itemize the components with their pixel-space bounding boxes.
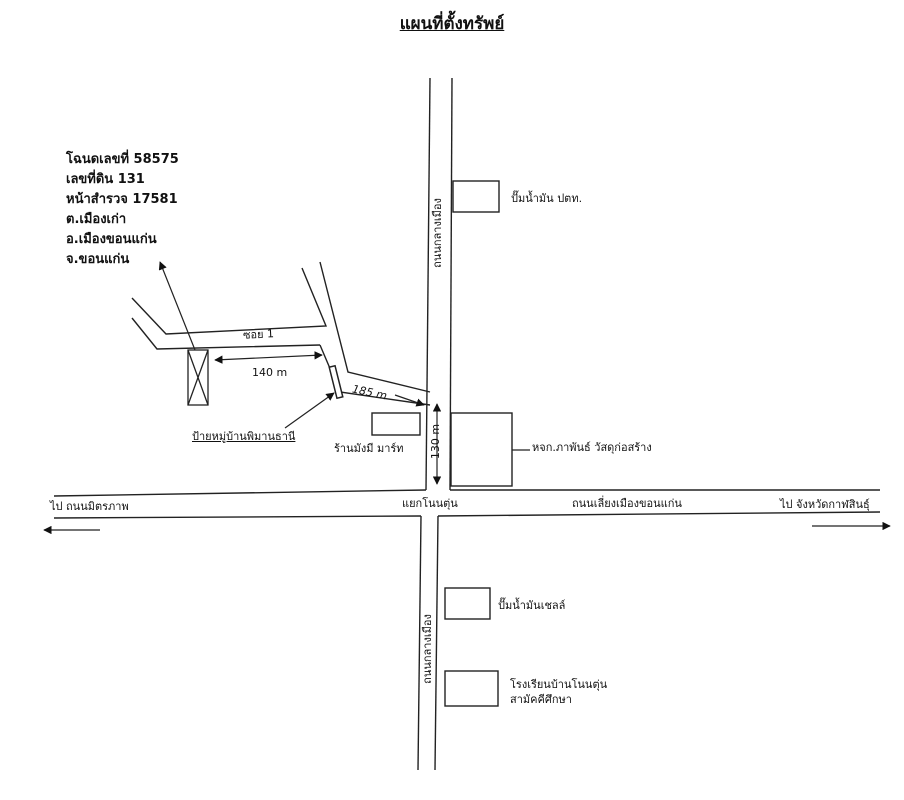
main-road-south-right-edge — [434, 515, 439, 771]
village-sign-marker — [328, 364, 344, 400]
mart-box[interactable] — [371, 412, 421, 436]
intersection-label: แยกโนนตุ่น — [402, 497, 458, 510]
dim-140-label: 140 m — [252, 366, 288, 379]
province: จ.ขอนแก่น — [66, 252, 130, 267]
mart-label: ร้านมังมี มาร์ท — [334, 442, 404, 455]
main-road-north-label: ถนนกลางเมือง — [430, 198, 444, 268]
deed-info: โฉนดเลขที่ 58575 เลขที่ดิน 131 หน้าสำรวจ… — [66, 150, 179, 270]
school-label-line2: สามัคคีศึกษา — [510, 693, 572, 706]
district: อ.เมืองขอนแก่น — [66, 232, 157, 247]
main-road-south-left-edge — [417, 515, 422, 771]
dim-140-arrow — [214, 351, 323, 364]
shell-label: ปั๊มน้ำมันเชลล์ — [498, 599, 566, 612]
land-plot[interactable] — [187, 349, 209, 406]
connector-road-outer-edge — [319, 261, 431, 393]
map-title: แผนที่ตั้งทรัพย์ — [399, 14, 505, 34]
bypass-road-label: ถนนเลี่ยงเมืองขอนแก่น — [572, 497, 682, 510]
deed-leader-arrow — [158, 261, 196, 351]
ptt-station-box[interactable] — [452, 180, 500, 213]
school-box[interactable] — [444, 670, 499, 707]
land-number: เลขที่ดิน 131 — [66, 172, 145, 187]
dim-185-arrow — [394, 394, 425, 407]
ptt-label: ปั๊มน้ำมัน ปตท. — [511, 192, 583, 205]
soi-label: ซอย 1 — [242, 327, 275, 342]
dim-130-label: 130 m — [429, 423, 443, 460]
school-label-line1: โรงเรียนบ้านโนนตุ่น — [510, 678, 608, 691]
survey-page: หน้าสำรวจ 17581 — [66, 192, 178, 207]
sign-leader-arrow — [284, 392, 335, 429]
subdistrict: ต.เมืองเก่า — [66, 212, 127, 227]
east-direction-label: ไป จังหวัดกาฬสินธุ์ — [780, 498, 870, 511]
bypass-road-top-edge-west — [53, 489, 427, 497]
village-sign-label: ป้ายหมู่บ้านพิมานธานี — [192, 430, 296, 443]
soi-road-upper-edge — [131, 267, 328, 335]
main-road-south-label: ถนนกลางเมือง — [420, 614, 434, 684]
west-direction-label: ไป ถนนมิตรภาพ — [50, 500, 129, 513]
shell-station-box[interactable] — [444, 587, 491, 620]
main-road-north-left-edge — [425, 77, 431, 491]
hardware-store-box[interactable] — [450, 412, 513, 487]
hardware-label: หจก.ภาพันธ์ วัสดุก่อสร้าง — [532, 441, 652, 454]
deed-number: โฉนดเลขที่ 58575 — [66, 152, 179, 167]
bypass-road-bottom-edge-east — [437, 511, 881, 517]
soi-road-lower-edge — [131, 317, 321, 350]
bypass-road-bottom-edge-west — [53, 515, 422, 519]
